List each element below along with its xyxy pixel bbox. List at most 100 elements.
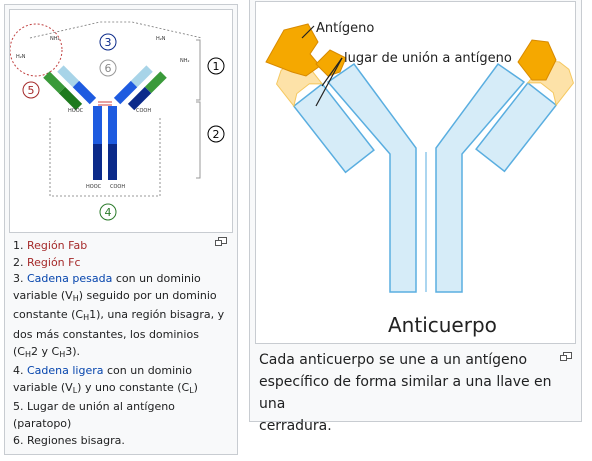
light-chain-right-vl (144, 71, 167, 94)
caption-line-4: variable (VH) seguido por un dominio (13, 288, 235, 308)
caption-text: variable (V (13, 288, 73, 302)
label-hooc-arm: HOOC (68, 108, 84, 114)
marker-4-label: 4 (105, 206, 112, 219)
antigen-bound-right (517, 39, 557, 81)
link-region-fab[interactable]: Región Fab (27, 239, 88, 252)
light-arm-left (292, 82, 375, 174)
caption-text: ) y uno constante (C (77, 380, 190, 394)
marker-1: 1 (207, 57, 225, 75)
marker-6-label: 6 (105, 62, 112, 75)
caption-text: 3). (65, 344, 80, 358)
caption-subscript: L (72, 385, 78, 395)
light-arm-right (475, 81, 558, 173)
marker-3: 3 (99, 33, 117, 51)
caption-subscript: H (24, 349, 31, 359)
label-cooh-arm: COOH (136, 108, 151, 114)
caption-text: 1), una región bisagra, y (89, 308, 225, 322)
heavy-chain-left-ch1 (72, 80, 97, 105)
marker-2-label: 2 (213, 128, 220, 141)
caption-right-line-1: Cada anticuerpo se une a un antígeno (259, 352, 528, 368)
caption-text: ) seguido por un dominio (78, 288, 217, 302)
antibody-antigen-image[interactable]: Antígeno lugar de unión a antígeno Antic… (255, 1, 576, 344)
fc-region-outline (49, 118, 161, 197)
caption-line-7: (CH2 y CH3). (13, 344, 235, 364)
marker-6: 6 (99, 59, 117, 77)
heavy-chain-left-ch3 (93, 144, 102, 180)
marker-3-label: 3 (105, 36, 112, 49)
hinge-region (98, 101, 112, 106)
link-heavy-chain[interactable]: Cadena pesada (27, 272, 113, 286)
antigen-bound-left (265, 23, 321, 77)
link-region-fc[interactable]: Región Fc (27, 255, 81, 269)
antigen-binding-site-outline (9, 23, 63, 77)
caption-subscript: H (59, 349, 66, 359)
light-chain-left-vl (43, 71, 66, 94)
caption-subscript: H (83, 313, 90, 323)
label-h2n-right: H₂N (156, 36, 166, 42)
light-chain-left-cl (58, 86, 83, 111)
caption-text: constante (C (13, 308, 84, 322)
caption-line-2: 2. Región Fc (13, 255, 235, 272)
marker-5: 5 (22, 81, 40, 99)
label-cooh-stem: COOH (110, 184, 125, 190)
heavy-chain-right (435, 62, 526, 293)
heavy-chain-left (326, 62, 417, 293)
caption-num: 1. (13, 239, 27, 252)
label-binding-site: lugar de unión a antígeno (344, 51, 512, 66)
caption-line-12: 6. Regiones bisagra. (13, 433, 125, 447)
caption-text: 2 y C (31, 344, 60, 358)
caption-right-line-2: específico de forma similar a una llave … (259, 374, 552, 412)
heavy-chain-left-ch2 (93, 106, 102, 144)
light-chain-right-cl (127, 86, 152, 111)
caption-line-11: (paratopo) (13, 416, 72, 430)
caption-line-8: 4. Cadena ligera con un dominio (13, 363, 235, 380)
caption-text: variable (V (13, 380, 73, 394)
caption-text: con un dominio (103, 364, 192, 378)
antibody-structure-diagram: NH₂ H₂N H₂N NH₂ HOOC COOH HOOC COOH 1 2 … (9, 21, 225, 221)
bracket-fc (196, 101, 201, 179)
caption-text: (C (13, 344, 25, 358)
caption-num: 4. (13, 364, 27, 378)
caption-right-line-3: cerradura. (259, 418, 332, 434)
caption-text: con un dominio (112, 272, 201, 286)
marker-5-label: 5 (28, 84, 35, 97)
caption-line-5: constante (CH1), una región bisagra, y (13, 307, 235, 327)
heavy-chain-right-vh (130, 65, 153, 88)
antibody-caption: Cada anticuerpo se une a un antígeno esp… (259, 349, 564, 437)
caption-line-1: 1. Región Fab (13, 238, 235, 255)
caption-num: 2. (13, 255, 27, 269)
arrow-antigen (301, 25, 315, 39)
label-antibody-title: Anticuerpo (388, 313, 497, 337)
arrow-binding-site-2 (315, 57, 343, 107)
antibody-structure-image[interactable]: NH₂ H₂N H₂N NH₂ HOOC COOH HOOC COOH 1 2 … (9, 9, 233, 233)
marker-4: 4 (99, 203, 117, 221)
figure-antibody-antigen: Antígeno lugar de unión a antígeno Antic… (249, 0, 582, 434)
caption-line-9: variable (VL) y uno constante (CL) (13, 380, 235, 400)
caption-num: 3. (13, 272, 27, 286)
caption-line-3: 3. Cadena pesada con un dominio (13, 271, 235, 288)
heavy-chain-right-ch3 (108, 144, 117, 180)
antigen-site-left (315, 49, 347, 77)
heavy-chain-right-ch1 (113, 80, 138, 105)
heavy-chain-right-ch2 (108, 106, 117, 144)
caption-subscript: H (72, 293, 79, 303)
link-light-chain[interactable]: Cadena ligera (27, 364, 104, 378)
structure-caption: 1. Región Fab 2. Región Fc 3. Cadena pes… (13, 238, 235, 449)
enlarge-icon[interactable] (560, 352, 572, 361)
caption-line-6: dos más constantes, los dominios (13, 327, 199, 341)
label-nh2-left: NH₂ (50, 36, 60, 42)
caption-text: ) (193, 380, 198, 394)
heavy-chain-left-vh (57, 65, 80, 88)
marker-2: 2 (207, 125, 225, 143)
enlarge-icon[interactable] (215, 237, 227, 246)
bracket-fab (196, 39, 201, 101)
caption-subscript: L (189, 385, 194, 395)
arrow-binding-site-1 (321, 57, 343, 87)
caption-line-10: 5. Lugar de unión al antígeno (13, 400, 175, 414)
label-hooc-stem: HOOC (86, 184, 102, 190)
antibody-antigen-diagram: Antígeno lugar de unión a antígeno Antic… (265, 21, 574, 337)
label-nh2-right: NH₂ (180, 58, 190, 64)
figure-antibody-structure: NH₂ H₂N H₂N NH₂ HOOC COOH HOOC COOH 1 2 … (4, 4, 238, 455)
label-h2n-left: H₂N (16, 54, 26, 60)
label-antigen: Antígeno (316, 21, 374, 36)
